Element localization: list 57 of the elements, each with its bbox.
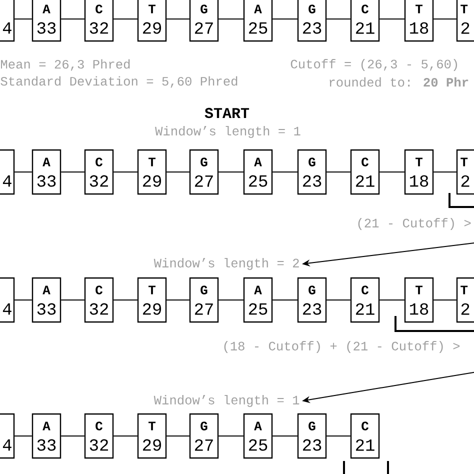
base-box: A 33: [32, 413, 62, 459]
connector-line: [218, 18, 244, 20]
base-box: G 27: [189, 413, 219, 459]
base-box: T 29: [137, 0, 167, 42]
connector-line: [272, 18, 298, 20]
base-box: C 32: [84, 0, 114, 42]
base-box: C 32: [84, 277, 114, 323]
base-box: A 33: [32, 149, 62, 195]
window-length-text: Window’s length = 1: [154, 395, 300, 407]
note-text: (21 - Cutoff) >: [358, 218, 471, 230]
base-box: C 32: [84, 413, 114, 459]
note-text: rounded to: 20 Phr: [330, 77, 468, 87]
base-box: G 23: [297, 0, 327, 42]
note-text: Cutoff = (26,3 - 5,60): [290, 59, 458, 71]
connector-line: [60, 18, 85, 20]
base-box: G 27: [189, 0, 219, 42]
base-box: C 21: [350, 413, 380, 459]
base-box: A 25: [243, 413, 273, 459]
base-box: 4: [0, 277, 15, 323]
base-box: C 21: [350, 277, 380, 323]
note-text: Window’s length = 1: [155, 126, 300, 138]
note-text: Mean = 26,3 Phred: [1, 59, 130, 71]
note-text: Standard Deviation = 5,60 Phred: [0, 76, 238, 88]
base-box: T 18: [404, 149, 434, 195]
base-box: T 29: [137, 277, 167, 323]
connector-line: [14, 18, 32, 20]
base-box: T 2: [456, 277, 474, 323]
connector-line: [113, 18, 138, 20]
connector-line: [433, 18, 457, 20]
base-box: C 32: [84, 149, 114, 195]
base-box: T 29: [137, 413, 167, 459]
base-box: A 33: [32, 277, 62, 323]
base-box: T 29: [137, 149, 167, 195]
base-box: A 25: [243, 277, 273, 323]
base-box: A 25: [243, 149, 273, 195]
base-box: 4: [0, 149, 15, 195]
base-box: T 18: [404, 0, 434, 42]
connector-line: [379, 18, 405, 20]
base-box: G 27: [189, 277, 219, 323]
note-text: (18 - Cutoff) + (21 - Cutoff) >: [224, 341, 460, 353]
connector-line: [326, 18, 351, 20]
base-box: A 33: [32, 0, 62, 42]
base-box: 4: [0, 0, 15, 42]
window-length-text: Window’s length = 2: [154, 258, 299, 270]
base-box: C 21: [350, 149, 380, 195]
heading: START: [204, 108, 250, 118]
base-box: C 21: [350, 0, 380, 42]
base-box: G 27: [189, 149, 219, 195]
base-box: 4: [0, 413, 15, 459]
base-box: T 2: [456, 149, 474, 195]
base-box: G 23: [297, 413, 327, 459]
base-box: T 18: [404, 277, 434, 323]
base-box: G 23: [297, 149, 327, 195]
base-box: A 25: [243, 0, 273, 42]
base-box: G 23: [297, 277, 327, 323]
base-box: T 2: [456, 0, 474, 42]
connector-line: [166, 18, 190, 20]
